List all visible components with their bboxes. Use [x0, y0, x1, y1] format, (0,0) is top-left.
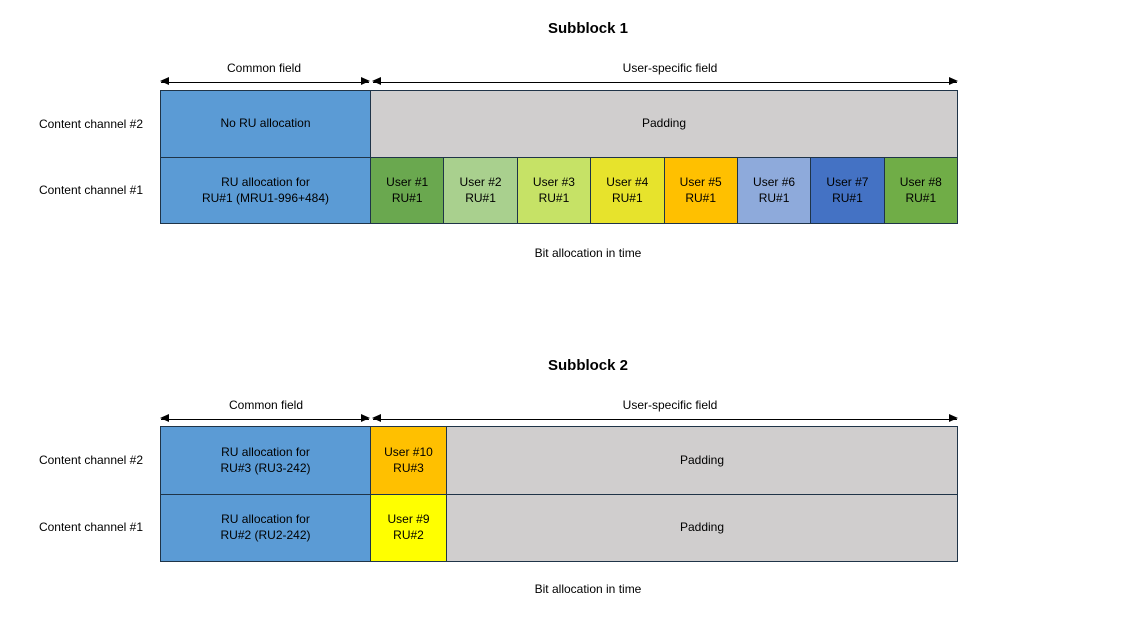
cell-text-line2: RU#1 [538, 190, 570, 205]
cell-text: Padding [679, 520, 725, 535]
cell-text-line1: RU allocation for [221, 444, 310, 459]
cell-text-line2: RU#3 [393, 460, 424, 475]
subblock1-content-channel-1-label: Content channel #1 [38, 183, 144, 197]
subblock2-common-field-label: Common field [228, 398, 304, 412]
cell-text-line1: User #4 [606, 174, 649, 189]
subblock1-user3-cell: User #3 RU#1 [517, 158, 592, 223]
cell-text: No RU allocation [220, 116, 311, 131]
cell-text-line1: User #7 [826, 174, 869, 189]
subblock2-user9-cell: User #9 RU#2 [371, 495, 447, 561]
cell-text-line2: RU#1 [391, 190, 423, 205]
cell-text: Padding [679, 452, 725, 467]
subblock2-common-field-arrow [160, 414, 370, 423]
cell-text-line2: RU#1 [465, 190, 496, 205]
cell-text-line2: RU#1 [758, 190, 790, 205]
subblock1-user4-cell: User #4 RU#1 [591, 158, 665, 223]
cell-text-line2: RU#2 [393, 528, 424, 542]
subblock1-user5-cell: User #5 RU#1 [664, 158, 738, 223]
subblock2-user-specific-field-arrow [372, 414, 958, 423]
subblock1-table: No RU allocation Padding RU allocation f… [160, 90, 958, 224]
cell-text-line1: User #5 [679, 174, 722, 189]
subblock2-content-channel-2-label: Content channel #2 [38, 453, 144, 467]
cell-text-line1: User #8 [899, 174, 942, 189]
cell-text-line1: User #1 [386, 174, 429, 189]
subblock2-bit-allocation-label: Bit allocation in time [534, 582, 642, 596]
cell-text-line1: User #10 [384, 444, 433, 459]
cell-text-line2: RU#1 [905, 190, 937, 205]
subblock2-ch1-common-field-cell: RU allocation for RU#2 (RU2-242) [161, 495, 371, 561]
cell-text-line1: RU allocation for [221, 174, 310, 189]
cell-text-line1: RU allocation for [221, 512, 310, 527]
subblock1-common-field-label: Common field [226, 61, 302, 75]
cell-text: Padding [641, 116, 687, 131]
subblock2-title: Subblock 2 [547, 357, 629, 374]
subblock1-ch2-common-field-cell: No RU allocation [161, 91, 371, 157]
subblock2-user10-cell: User #10 RU#3 [371, 427, 447, 494]
subblock1-row-channel1: RU allocation for RU#1 (MRU1-996+484) Us… [161, 158, 957, 223]
subblock1-user1-cell: User #1 RU#1 [371, 158, 445, 223]
subblock1-user7-cell: User #7 RU#1 [811, 158, 885, 223]
subblock2-ch1-padding-cell: Padding [447, 495, 957, 561]
subblock1-common-field-arrow [160, 77, 370, 86]
cell-text-line2: RU#1 [611, 190, 643, 205]
cell-text-line2: RU#1 [685, 190, 717, 205]
cell-text-line1: User #6 [753, 174, 796, 189]
subblock1-user-specific-field-arrow [372, 77, 958, 86]
cell-text-line1: User #2 [459, 174, 502, 189]
subblock1-row-channel2: No RU allocation Padding [161, 91, 957, 158]
subblock2-content-channel-1-label: Content channel #1 [38, 520, 144, 534]
subblock1-bit-allocation-label: Bit allocation in time [534, 246, 642, 260]
subblock1-user2-cell: User #2 RU#1 [444, 158, 518, 223]
subblock1-ch1-common-field-cell: RU allocation for RU#1 (MRU1-996+484) [161, 158, 371, 223]
cell-text-line2: RU#1 (MRU1-996+484) [201, 190, 330, 205]
cell-text-line2: RU#2 (RU2-242) [220, 528, 311, 542]
subblock2-ch2-padding-cell: Padding [447, 427, 957, 494]
subblock2-table: RU allocation for RU#3 (RU3-242) User #1… [160, 426, 958, 562]
subblock1-content-channel-2-label: Content channel #2 [38, 117, 144, 131]
cell-text-line2: RU#1 [832, 190, 863, 205]
subblock1-user-specific-field-label: User-specific field [622, 61, 718, 75]
subblock1-title: Subblock 1 [547, 20, 629, 37]
subblock2-row-channel2: RU allocation for RU#3 (RU3-242) User #1… [161, 427, 957, 495]
subblock1-user6-cell: User #6 RU#1 [737, 158, 812, 223]
cell-text-line1: User #3 [532, 174, 575, 189]
cell-text-line2: RU#3 (RU3-242) [220, 460, 311, 475]
subblock2-ch2-common-field-cell: RU allocation for RU#3 (RU3-242) [161, 427, 371, 494]
subblock1-ch2-padding-cell: Padding [371, 91, 957, 157]
subblock2-row-channel1: RU allocation for RU#2 (RU2-242) User #9… [161, 495, 957, 561]
subblock2-user-specific-field-label: User-specific field [622, 398, 718, 412]
subblock1-user8-cell: User #8 RU#1 [884, 158, 957, 223]
cell-text-line1: User #9 [387, 512, 430, 527]
